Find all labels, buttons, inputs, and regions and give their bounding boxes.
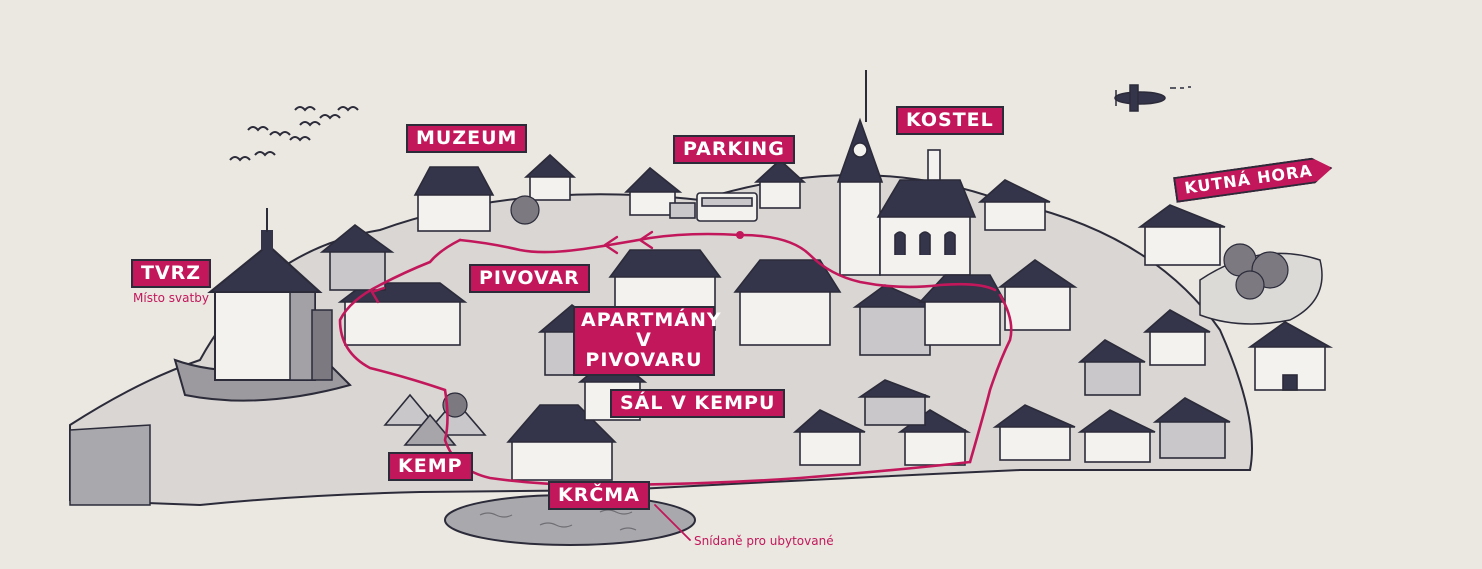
- label-krcma[interactable]: KRČMA: [548, 481, 650, 510]
- label-kostel[interactable]: KOSTEL: [896, 106, 1004, 135]
- note-tvrz: Místo svatby: [133, 291, 209, 305]
- label-pivovar[interactable]: PIVOVAR: [469, 264, 590, 293]
- airplane-icon: [1114, 84, 1191, 112]
- note-krcma: Snídaně pro ubytované: [694, 534, 834, 548]
- houses: [319, 70, 1334, 481]
- label-kemp[interactable]: KEMP: [388, 452, 473, 481]
- water-left: [69, 424, 151, 506]
- label-apartmany[interactable]: APARTMÁNY V PIVOVARU: [573, 306, 721, 376]
- route-start-dot: [736, 231, 744, 239]
- label-muzeum[interactable]: MUZEUM: [406, 124, 528, 153]
- castle-tower: [173, 208, 352, 402]
- label-parking[interactable]: PARKING: [673, 135, 795, 164]
- label-tvrz[interactable]: TVRZ: [131, 259, 212, 288]
- route-path: [338, 230, 1013, 541]
- birds: [229, 106, 359, 162]
- trees: [442, 195, 1289, 418]
- label-sal-v-kempu[interactable]: SÁL V KEMPU: [610, 389, 786, 418]
- pond-ripples: [479, 509, 637, 531]
